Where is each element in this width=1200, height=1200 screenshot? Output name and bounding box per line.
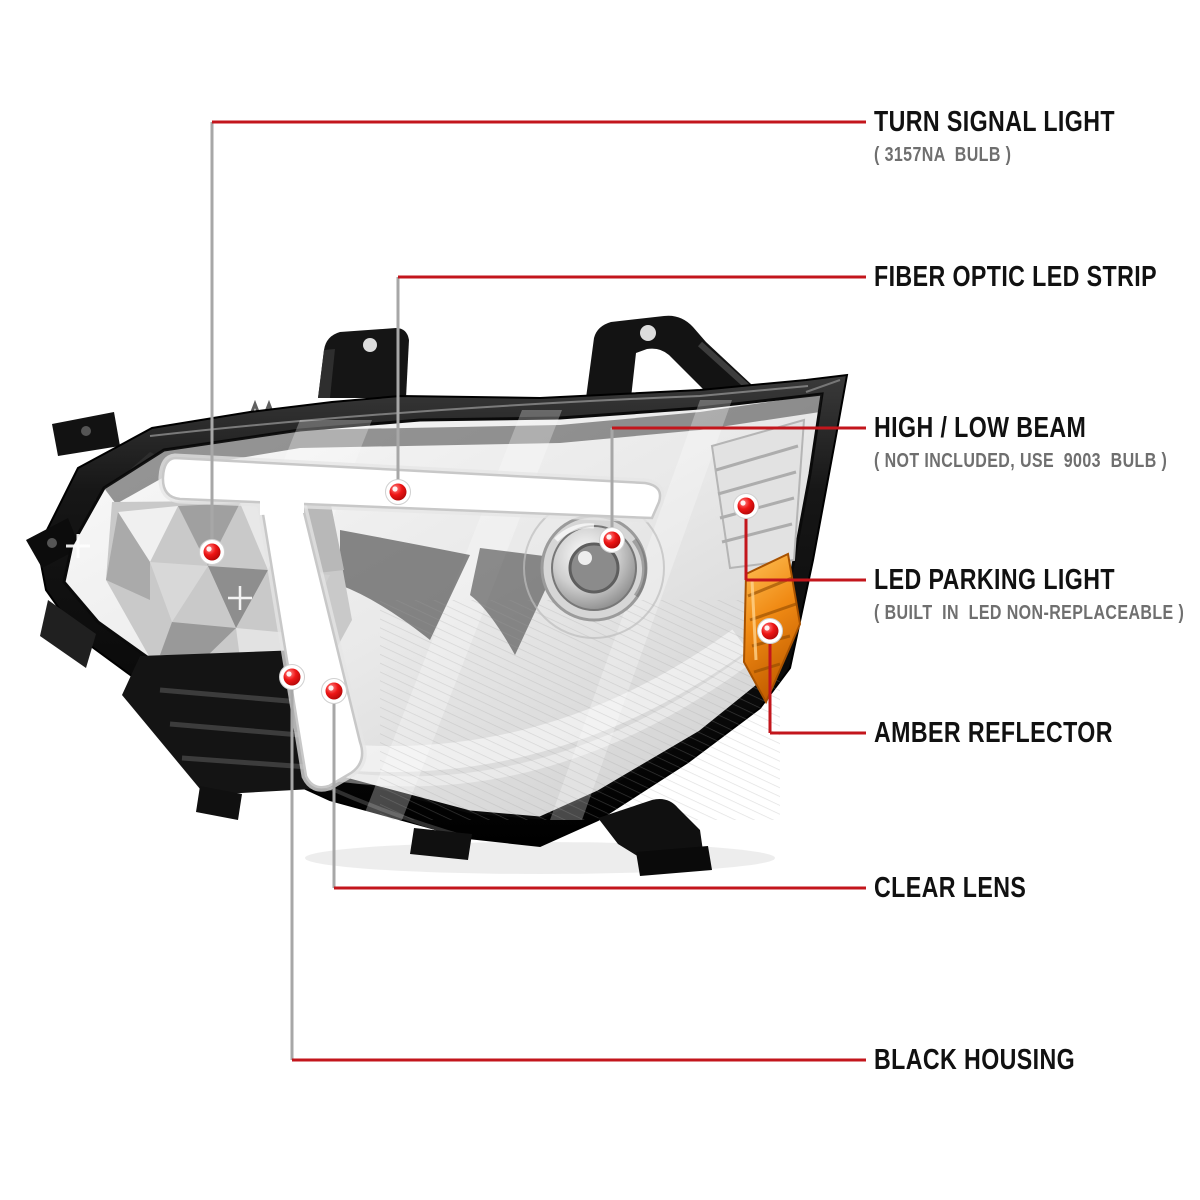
callout-dot-black-housing xyxy=(279,664,305,690)
callout-label: AMBER REFLECTOR xyxy=(874,717,1113,749)
callout-dot-fiber-optic xyxy=(385,479,411,505)
callout-sublabel: ( 3157NA BULB ) xyxy=(874,144,1012,166)
callout-fiber-optic-led-strip: FIBER OPTIC LED STRIP xyxy=(874,261,1200,293)
callout-dot-amber-reflector xyxy=(757,618,783,644)
callout-sublabel: ( BUILT IN LED NON-REPLACEABLE ) xyxy=(874,602,1185,624)
callout-led-parking-light: LED PARKING LIGHT ( BUILT IN LED NON-REP… xyxy=(874,564,1200,625)
callout-label: FIBER OPTIC LED STRIP xyxy=(874,261,1157,293)
callout-dot-turn-signal xyxy=(199,539,225,565)
callout-dot-led-parking xyxy=(733,493,759,519)
callout-amber-reflector: AMBER REFLECTOR xyxy=(874,717,1173,749)
led-parking-light-area xyxy=(712,420,804,568)
callout-black-housing: BLACK HOUSING xyxy=(874,1044,1125,1076)
callout-label: CLEAR LENS xyxy=(874,872,1027,904)
housing-corner-vent xyxy=(122,650,330,795)
callout-label: LED PARKING LIGHT xyxy=(874,564,1115,596)
callout-label: TURN SIGNAL LIGHT xyxy=(874,106,1115,138)
glint-sparkle xyxy=(66,534,90,558)
callout-dot-high-low-beam xyxy=(599,527,625,553)
fiber-optic-led-strip-shape xyxy=(158,453,665,792)
callout-dot-clear-lens xyxy=(321,678,347,704)
callout-label: HIGH / LOW BEAM xyxy=(874,412,1087,444)
bottom-mounting-feet xyxy=(196,786,712,876)
housing-top-trim xyxy=(149,385,809,437)
callout-clear-lens: CLEAR LENS xyxy=(874,872,1064,904)
callout-lines xyxy=(199,120,866,1062)
callout-high-low-beam: HIGH / LOW BEAM ( NOT INCLUDED, USE 9003… xyxy=(874,412,1200,473)
callout-label: BLACK HOUSING xyxy=(874,1044,1076,1076)
callout-sublabel: ( NOT INCLUDED, USE 9003 BULB ) xyxy=(874,450,1168,472)
callout-turn-signal-light: TURN SIGNAL LIGHT ( 3157NA BULB ) xyxy=(874,106,1175,167)
